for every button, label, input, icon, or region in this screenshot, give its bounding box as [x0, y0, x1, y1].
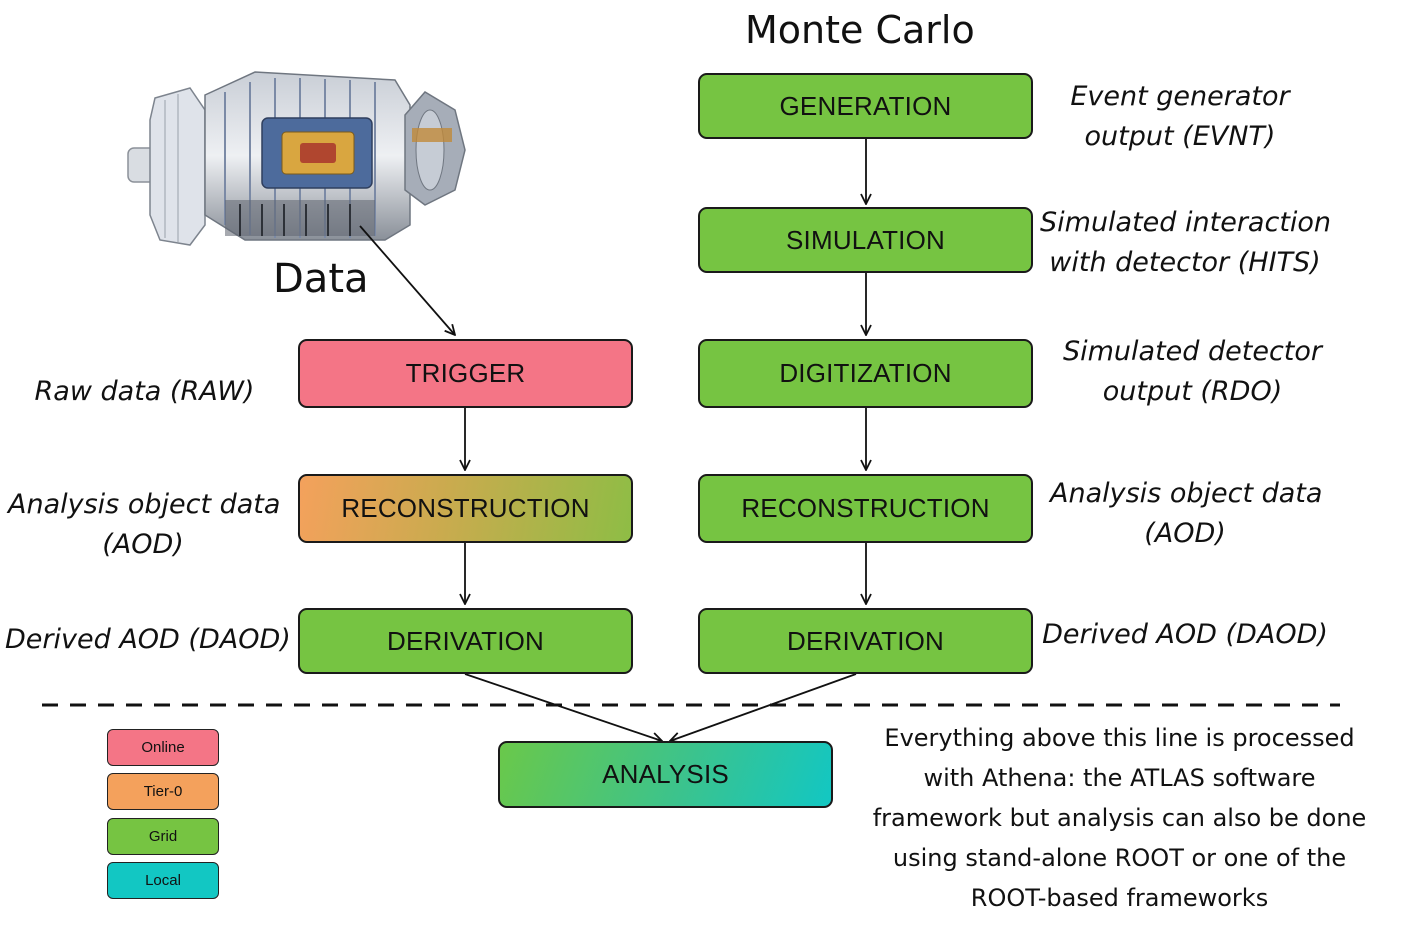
mc-reconstruction-box: RECONSTRUCTION — [698, 474, 1033, 543]
daod-format-label: Derived AOD (DAOD) — [5, 624, 291, 655]
note-line1: Everything above this line is processed — [884, 724, 1355, 752]
data-trigger-box: TRIGGER — [298, 339, 633, 408]
mc-daod-format-label: Derived AOD (DAOD) — [1042, 619, 1328, 650]
note-line5: ROOT-based frameworks — [970, 884, 1269, 912]
note-line3: framework but analysis can also be done — [872, 804, 1367, 832]
atlas-detector-illustration — [127, 71, 466, 246]
athena-note: Everything above this line is processed … — [842, 718, 1397, 918]
mc-derivation-box: DERIVATION — [698, 608, 1033, 674]
evnt-format-label-line2: output (EVNT) — [1084, 121, 1276, 152]
hits-format-label-line1: Simulated interaction — [1040, 207, 1332, 238]
rdo-format-label-line2: output (RDO) — [1102, 376, 1283, 407]
legend-online: Online — [107, 729, 219, 766]
mc-aod-format-label-line2: (AOD) — [1144, 518, 1226, 549]
rdo-format-label-line1: Simulated detector — [1062, 336, 1323, 367]
legend-tier0: Tier-0 — [107, 773, 219, 810]
monte-carlo-title: Monte Carlo — [745, 8, 975, 52]
analysis-box: ANALYSIS — [498, 741, 833, 808]
aod-format-label-line2: (AOD) — [102, 529, 184, 560]
raw-format-label: Raw data (RAW) — [34, 376, 255, 407]
note-line4: using stand-alone ROOT or one of the — [892, 844, 1347, 872]
data-derivation-box: DERIVATION — [298, 608, 633, 674]
data-title: Data — [273, 256, 369, 302]
mc-generation-box: GENERATION — [698, 73, 1033, 139]
legend-grid: Grid — [107, 818, 219, 855]
mc-simulation-box: SIMULATION — [698, 207, 1033, 273]
legend-local: Local — [107, 862, 219, 899]
data-reconstruction-box: RECONSTRUCTION — [298, 474, 633, 543]
note-line2: with Athena: the ATLAS software — [923, 764, 1316, 792]
mc-digitization-box: DIGITIZATION — [698, 339, 1033, 408]
hits-format-label-line2: with detector (HITS) — [1049, 247, 1321, 278]
mc-aod-format-label-line1: Analysis object data — [1050, 478, 1323, 509]
evnt-format-label-line1: Event generator — [1070, 81, 1290, 112]
aod-format-label-line1: Analysis object data — [8, 489, 281, 520]
